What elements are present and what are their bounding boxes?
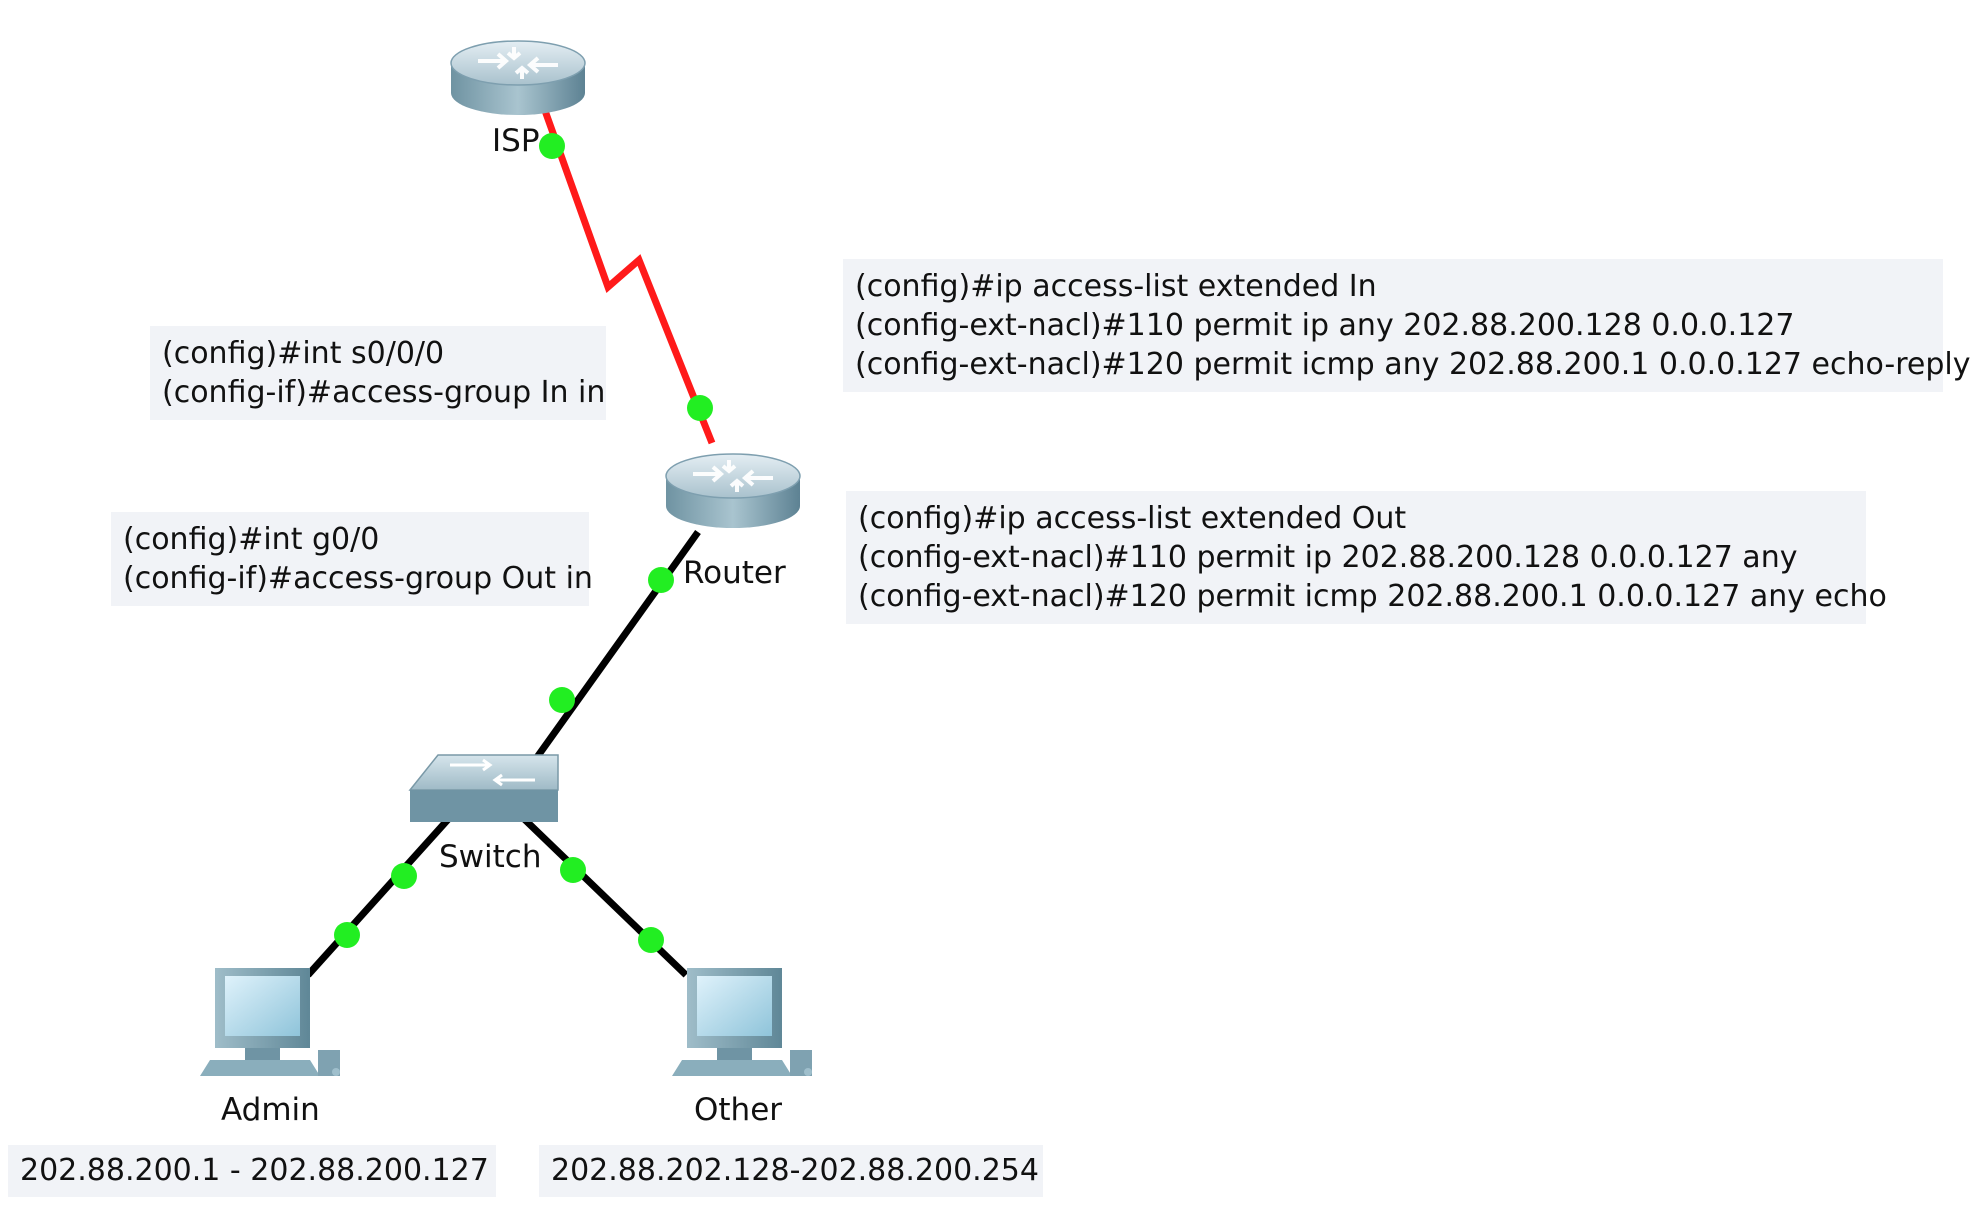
- link-status-dot: [648, 567, 674, 593]
- acl-in-config-note: (config)#ip access-list extended In (con…: [843, 259, 1971, 392]
- other-label: Other: [694, 1092, 783, 1128]
- link-status-dot: [539, 133, 565, 159]
- acl-out-config-note: (config)#ip access-list extended Out (co…: [846, 491, 1887, 624]
- config-line: (config-if)#access-group Out in: [123, 561, 593, 596]
- router-icon[interactable]: [665, 453, 801, 528]
- isp-router-icon[interactable]: [450, 40, 586, 115]
- isp-label: ISP: [492, 123, 540, 159]
- switch-label: Switch: [439, 839, 542, 875]
- link-status-dot: [638, 927, 664, 953]
- link-status-dot: [560, 857, 586, 883]
- config-line: (config-ext-nacl)#110 permit ip any 202.…: [855, 308, 1795, 343]
- config-line: (config)#ip access-list extended Out: [858, 501, 1407, 536]
- config-line: (config-ext-nacl)#120 permit icmp 202.88…: [858, 579, 1887, 614]
- serial-link-isp-router[interactable]: [539, 103, 716, 445]
- router-label: Router: [683, 555, 786, 591]
- config-line: (config-if)#access-group In in: [162, 375, 606, 410]
- config-line: (config-ext-nacl)#110 permit ip 202.88.2…: [858, 540, 1798, 575]
- admin-address-range: 202.88.200.1 - 202.88.200.127: [8, 1145, 496, 1197]
- interface-s0-config-note: (config)#int s0/0/0 (config-if)#access-g…: [150, 326, 606, 420]
- ethernet-link-router-switch[interactable]: [532, 529, 701, 763]
- config-line: (config-ext-nacl)#120 permit icmp any 20…: [855, 347, 1971, 382]
- config-line: (config)#int s0/0/0: [162, 336, 445, 371]
- ethernet-link-switch-admin[interactable]: [305, 812, 455, 978]
- other-pc-icon[interactable]: [672, 968, 812, 1076]
- ethernet-link-switch-other[interactable]: [517, 812, 689, 978]
- other-address-range: 202.88.202.128-202.88.200.254: [539, 1145, 1043, 1197]
- admin-pc-icon[interactable]: [200, 968, 340, 1076]
- link-status-dot: [549, 687, 575, 713]
- switch-icon[interactable]: [408, 754, 559, 822]
- admin-label: Admin: [221, 1092, 320, 1128]
- interface-g0-config-note: (config)#int g0/0 (config-if)#access-gro…: [111, 512, 593, 606]
- link-status-dot: [687, 395, 713, 421]
- config-line: (config)#int g0/0: [123, 522, 380, 557]
- config-line: (config)#ip access-list extended In: [855, 269, 1377, 304]
- link-status-dot: [391, 863, 417, 889]
- link-status-dot: [334, 922, 360, 948]
